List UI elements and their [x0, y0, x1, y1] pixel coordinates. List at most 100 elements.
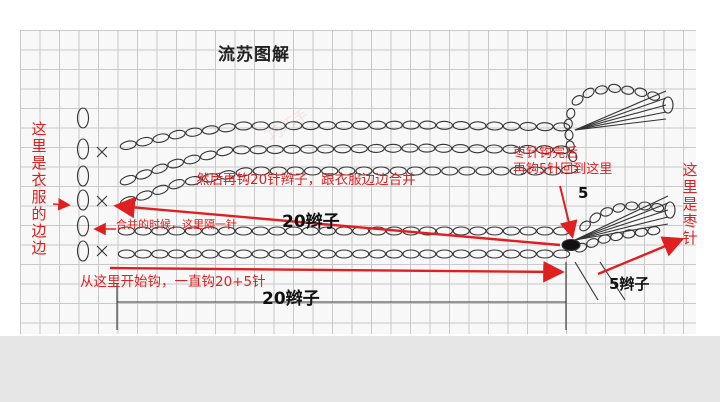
chain-stitch — [536, 145, 554, 155]
chain-stitch — [469, 121, 487, 131]
chain-stitch — [452, 226, 470, 236]
chain-stitch — [185, 127, 203, 137]
left-side-arrow — [52, 198, 71, 211]
chain-stitch — [338, 166, 356, 176]
chain-stitch — [519, 121, 537, 131]
chain-stitch — [502, 121, 520, 131]
chain-stitch — [134, 249, 152, 259]
chain-stitch — [286, 166, 304, 176]
chain-stitch — [553, 226, 571, 236]
chain-stitch — [251, 226, 269, 236]
chain-stitch — [218, 123, 236, 133]
chain-stitch — [594, 85, 608, 95]
chain-stitch — [486, 121, 504, 131]
chain-stitch — [423, 166, 442, 176]
single-crochet-mark — [96, 245, 108, 257]
bobble-strand — [574, 223, 669, 241]
chain-stitch — [235, 249, 253, 259]
bobble-strand — [574, 209, 669, 241]
slip-stitch-knot — [561, 238, 581, 252]
return-arrow — [559, 185, 578, 239]
chain-stitch — [318, 120, 336, 131]
chain-stitch — [579, 220, 591, 232]
chain-stitch — [435, 143, 453, 153]
chain-stitch — [252, 166, 270, 176]
chain-stitch — [486, 249, 504, 259]
bobble-strand — [574, 104, 667, 131]
chain-stitch — [268, 226, 286, 236]
chain-stitch — [568, 151, 578, 163]
chain-stitch — [543, 166, 562, 176]
bobble-strand — [574, 118, 667, 131]
chain-stitch — [321, 166, 339, 176]
chain-stitch — [117, 226, 135, 236]
chain-stitch — [367, 143, 385, 154]
chain-stitch — [385, 249, 403, 259]
chain-stitch — [151, 226, 169, 236]
foundation-chain-stitch — [76, 240, 90, 262]
chain-stitch — [201, 226, 219, 236]
chain-stitch — [301, 226, 320, 236]
chain-stitch — [135, 169, 152, 180]
chain-stitch — [355, 166, 373, 176]
chain-stitch — [502, 249, 520, 259]
chain-stitch — [152, 133, 170, 143]
chain-stitch — [419, 226, 437, 236]
chain-stitch — [553, 122, 571, 132]
chain-stitch — [199, 150, 217, 161]
chain-stitch — [136, 136, 153, 147]
chain-stitch — [368, 226, 387, 236]
chain-stitch — [352, 120, 370, 130]
chain-stitch — [502, 226, 520, 236]
chain-stitch — [184, 226, 202, 236]
chain-stitch — [564, 129, 574, 141]
chain-stitch — [168, 129, 186, 140]
chain-stitch — [621, 85, 635, 95]
chain-stitch — [218, 249, 236, 259]
chain-stitch — [285, 121, 303, 131]
foundation-chain-stitch — [76, 138, 90, 160]
chain-stitch — [301, 249, 320, 259]
measure-bracket — [599, 261, 626, 301]
chain-stitch — [468, 144, 486, 154]
chain-stitch — [368, 120, 387, 130]
chain-stitch — [384, 143, 402, 153]
chain-stitch — [318, 226, 336, 236]
chain-stitch — [469, 249, 487, 259]
chain-stitch — [418, 143, 436, 153]
chain-stitch — [269, 166, 287, 176]
chain-stitch — [452, 249, 470, 259]
chain-stitch — [536, 122, 554, 132]
chain-20-upper-label: 20辫子 — [282, 212, 340, 232]
bobble-strand — [574, 111, 667, 131]
chain-stitch — [586, 238, 599, 248]
chain-stitch — [117, 249, 135, 259]
chain-stitch — [563, 118, 573, 130]
chain-stitch — [600, 207, 614, 217]
bottom-gray-band — [0, 336, 720, 402]
chain-stitch — [372, 166, 390, 176]
chain-stitch — [385, 120, 403, 130]
chain-stitch — [119, 174, 137, 186]
chain-stitch — [519, 249, 537, 259]
chain-stitch — [638, 201, 652, 211]
chain-stitch — [553, 249, 571, 259]
chain-stitch — [589, 212, 602, 224]
chain-stitch — [402, 120, 420, 130]
chain-stitch — [151, 163, 168, 174]
chain-stitch — [136, 190, 153, 201]
chain-stitch — [318, 249, 336, 259]
chain-stitch — [402, 249, 420, 259]
chain-stitch — [350, 144, 368, 154]
bobble-strand — [574, 195, 669, 241]
chain-stitch — [451, 143, 470, 154]
chain-stitch — [285, 226, 303, 236]
chain-stitch — [526, 166, 544, 176]
left-side-label: 这里是衣服的边边 — [31, 120, 47, 257]
chain-stitch — [582, 87, 595, 99]
chain-stitch — [401, 143, 419, 153]
start-instruction: 从这里开始钩，一直钩20+5针 — [80, 274, 266, 290]
chain-stitch — [565, 140, 575, 152]
chain-stitch — [303, 166, 322, 176]
bobble-top — [664, 201, 676, 219]
